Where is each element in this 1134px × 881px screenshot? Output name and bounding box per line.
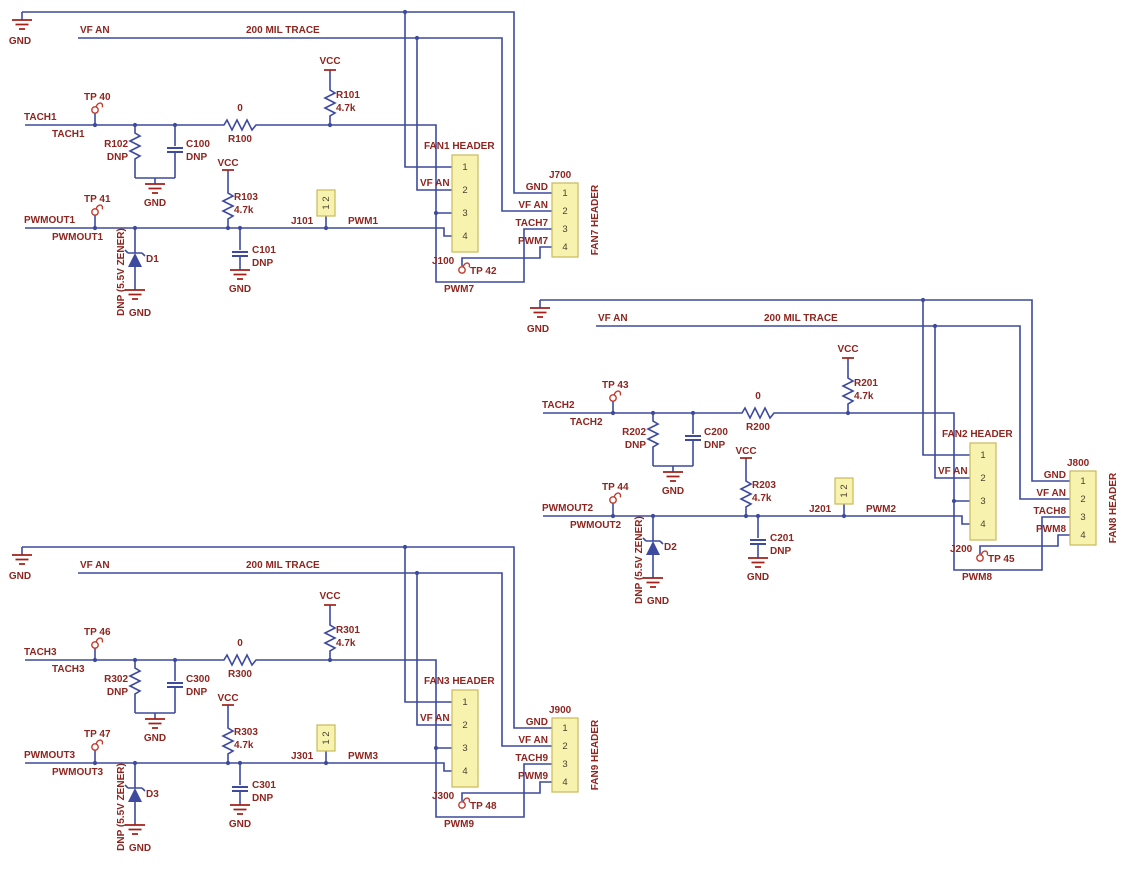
tach-net-label: TACH1	[52, 129, 85, 140]
refdes-label: R302	[104, 674, 128, 685]
pin-net-label: TACH8	[1033, 506, 1066, 517]
refdes-label: C200	[704, 427, 728, 438]
header-title: FAN2 HEADER	[942, 429, 1013, 440]
pwm-net-label: PWM7	[444, 284, 474, 295]
tach-net-label: TACH3	[52, 664, 85, 675]
pwmout-port-label: PWMOUT2	[542, 503, 594, 514]
refdes-label: C100	[186, 139, 210, 150]
testpoint-label: TP 43	[602, 380, 629, 391]
refdes-label: C300	[186, 674, 210, 685]
testpoint-label: TP 42	[470, 266, 497, 277]
pwm-net-label: PWM1	[348, 216, 378, 227]
pwm-net-label: PWM8	[962, 572, 992, 583]
refdes-label: D2	[664, 542, 677, 553]
tach-port-label: TACH1	[24, 112, 57, 123]
tach-port-label: TACH2	[542, 400, 575, 411]
refdes-label: R303	[234, 727, 258, 738]
pwmout-port-label: PWMOUT3	[24, 750, 76, 761]
pwm-net-label: PWM3	[348, 751, 378, 762]
refdes-label: R100	[228, 134, 252, 145]
pin-net-label: PWM7	[518, 236, 548, 247]
testpoint-label: TP 41	[84, 194, 111, 205]
pin-net-label: GND	[526, 182, 548, 193]
pin-net-label: TACH7	[515, 218, 548, 229]
refdes-label: R200	[746, 422, 770, 433]
refdes-label: C101	[252, 245, 276, 256]
pin-net-label: PWM8	[1036, 524, 1066, 535]
header-title-rotated: FAN7 HEADER	[590, 184, 601, 255]
testpoint-label: TP 47	[84, 729, 111, 740]
refdes-label: R300	[228, 669, 252, 680]
pwm-net-label: PWM2	[866, 504, 896, 515]
refdes-label: R201	[854, 378, 878, 389]
connector-ref-label: J200	[950, 544, 973, 555]
refdes-label: D1	[146, 254, 159, 265]
tach-port-label: TACH3	[24, 647, 57, 658]
refdes-label: R202	[622, 427, 646, 438]
pin-net-label: VF AN	[1036, 488, 1066, 499]
header-title-rotated: FAN8 HEADER	[1108, 472, 1119, 543]
refdes-label: C201	[770, 533, 794, 544]
refdes-label: C301	[252, 780, 276, 791]
refdes-label: R102	[104, 139, 128, 150]
testpoint-label: TP 45	[988, 554, 1015, 565]
testpoint-label: TP 40	[84, 92, 111, 103]
pwmout-net-label: PWMOUT3	[52, 767, 104, 778]
refdes-label: R301	[336, 625, 360, 636]
header-title-rotated: FAN9 HEADER	[590, 719, 601, 790]
pwmout-port-label: PWMOUT1	[24, 215, 76, 226]
testpoint-label: TP 48	[470, 801, 497, 812]
pwmout-net-label: PWMOUT2	[570, 520, 622, 531]
pin-net-label: VF AN	[518, 735, 548, 746]
connector-ref-label: J900	[549, 705, 572, 716]
connector-ref-label: J700	[549, 170, 572, 181]
pwmout-net-label: PWMOUT1	[52, 232, 104, 243]
pin-net-label: PWM9	[518, 771, 548, 782]
fan-circuit-1-labels: TP 40 TACH1 TACH1 R102 C100 R100 R101 TP…	[24, 90, 601, 295]
testpoint-label: TP 46	[84, 627, 111, 638]
testpoint-label: TP 44	[602, 482, 629, 493]
pin-net-label: VF AN	[518, 200, 548, 211]
connector-ref-label: J800	[1067, 458, 1090, 469]
pwm-net-label: PWM9	[444, 819, 474, 830]
pin-net-label: GND	[526, 717, 548, 728]
refdes-label: J201	[809, 504, 832, 515]
refdes-label: R101	[336, 90, 360, 101]
refdes-label: D3	[146, 789, 159, 800]
header-title: FAN1 HEADER	[424, 141, 495, 152]
refdes-label: R103	[234, 192, 258, 203]
connector-ref-label: J300	[432, 791, 455, 802]
tach-net-label: TACH2	[570, 417, 603, 428]
refdes-label: J101	[291, 216, 314, 227]
fan-circuit-2-labels: TP 43 TACH2 TACH2 R202 C200 R200 R201 TP…	[542, 378, 1119, 583]
refdes-label: R203	[752, 480, 776, 491]
header-title: FAN3 HEADER	[424, 676, 495, 687]
refdes-label: J301	[291, 751, 314, 762]
pin-net-label: GND	[1044, 470, 1066, 481]
fan-circuit-3-labels: TP 46 TACH3 TACH3 R302 C300 R300 R301 TP…	[24, 625, 601, 830]
pin-net-label: TACH9	[515, 753, 548, 764]
connector-ref-label: J100	[432, 256, 455, 267]
